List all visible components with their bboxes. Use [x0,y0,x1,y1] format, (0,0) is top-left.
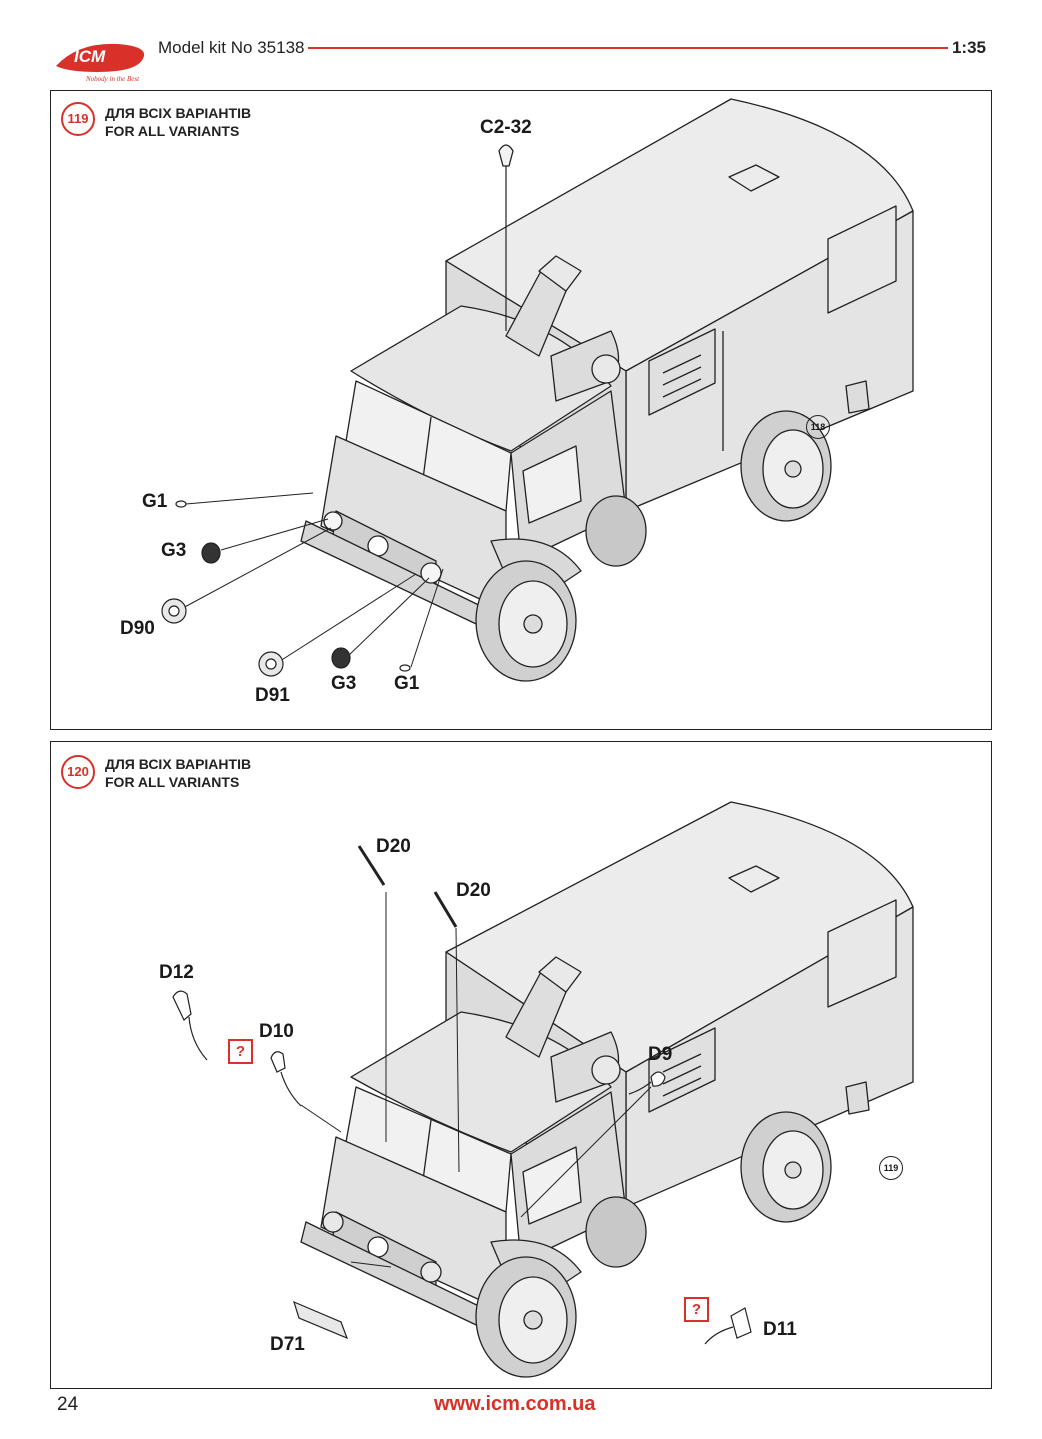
header-rule [308,47,948,49]
step-119-panel: 119 ДЛЯ ВСІХ ВАРІАНТІВ FOR ALL VARIANTS … [50,90,992,730]
optional-part-marker-left: ? [228,1039,253,1064]
label-g1-second: G1 [394,673,420,694]
label-d9: D9 [648,1044,673,1065]
label-g3-second: G3 [331,673,357,694]
step-119-number: 119 [61,102,95,136]
icm-logo: ICM Nobody in the Best [48,38,153,84]
cab-roof [350,305,612,452]
label-d90: D90 [120,618,155,639]
label-d10: D10 [259,1021,294,1042]
logo-slogan: Nobody in the Best [85,75,140,83]
part-g1-small [175,500,187,508]
step-120-number: 120 [61,755,95,789]
label-d20-first: D20 [376,836,411,857]
label-d11: D11 [763,1319,797,1340]
label-c2-32: C2-32 [480,117,532,138]
label-d71: D71 [270,1334,305,1355]
part-g3-lens [201,542,221,564]
step-119-title: ДЛЯ ВСІХ ВАРІАНТІВ FOR ALL VARIANTS [105,104,251,140]
reference-step-119: 119 [879,1156,903,1180]
page-number: 24 [57,1394,79,1415]
part-g1-small-2 [399,664,411,672]
part-d12-mirror [172,990,208,1061]
part-d9-mirror [628,1071,666,1095]
reference-step-118: 118 [806,415,830,439]
step-119-title-en: FOR ALL VARIANTS [105,123,240,139]
model-kit-number: Model kit No 35138 [158,38,305,57]
label-d91: D91 [255,685,290,706]
part-d71-plate [293,1300,349,1340]
step-119-truck-drawing [161,98,914,682]
scale-label: 1:35 [951,38,986,57]
part-d11-mirror [704,1307,752,1345]
step-120-title-ua: ДЛЯ ВСІХ ВАРІАНТІВ [105,756,252,772]
part-d20-wiper-2 [433,891,458,928]
headlight-right [420,562,442,584]
part-d10-mirror [270,1051,302,1107]
step-119-title-ua: ДЛЯ ВСІХ ВАРІАНТІВ [105,105,252,121]
box-roof [445,98,914,372]
label-d20-second: D20 [456,880,491,901]
icm-logo-mark: ICM Nobody in the Best [56,43,145,83]
step-120-title-en: FOR ALL VARIANTS [105,774,240,790]
headlight-left [323,511,343,531]
optional-part-marker-right: ? [684,1297,709,1322]
box-window-rear [827,205,897,314]
part-g3-lens-2 [331,647,351,669]
step-120-title: ДЛЯ ВСІХ ВАРІАНТІВ FOR ALL VARIANTS [105,755,251,791]
roof-hatch [728,164,780,192]
step-120-panel: 120 ДЛЯ ВСІХ ВАРІАНТІВ FOR ALL VARIANTS … [50,741,992,1389]
label-d12: D12 [159,962,194,983]
label-g1: G1 [142,491,168,512]
logo-text: ICM [74,47,106,66]
part-d20-wiper-1 [357,845,386,886]
footer-url[interactable]: www.icm.com.ua [434,1393,596,1415]
label-g3: G3 [161,540,187,561]
step-120-truck-drawing [172,801,914,1378]
box-vent [648,328,716,416]
